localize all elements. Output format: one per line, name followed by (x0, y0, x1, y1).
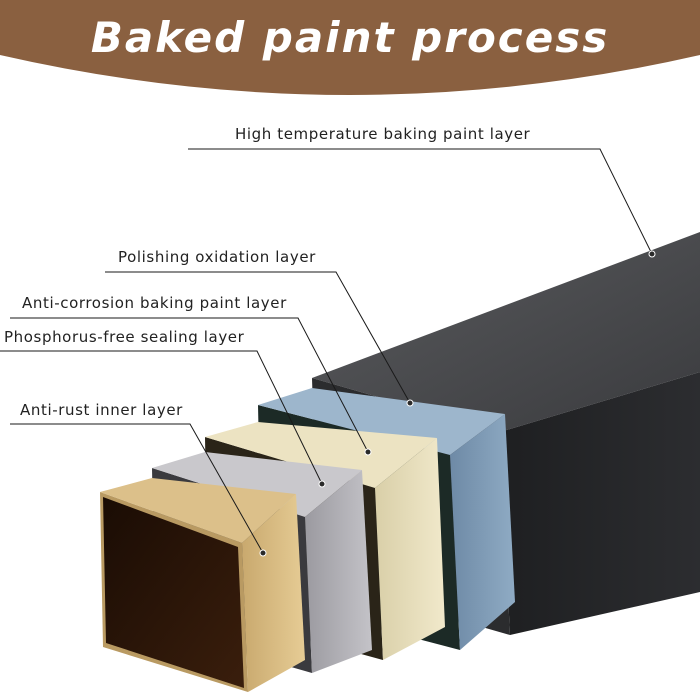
label-high-temperature-baking-paint: High temperature baking paint layer (235, 125, 531, 143)
callout-dot (406, 399, 414, 407)
layer-anti-rust-inner (100, 478, 305, 692)
callout-dot (318, 480, 326, 488)
callout-anti-corrosion-baking-paint: Anti-corrosion baking paint layer (10, 294, 372, 456)
label-anti-corrosion-baking-paint: Anti-corrosion baking paint layer (22, 294, 287, 312)
inner-cavity (103, 497, 244, 688)
label-anti-rust-inner: Anti-rust inner layer (20, 401, 183, 419)
callout-dot (364, 448, 372, 456)
callout-dot (648, 250, 656, 258)
diagram-title: Baked paint process (91, 13, 609, 62)
label-phosphorus-free-sealing: Phosphorus-free sealing layer (4, 328, 245, 346)
callout-dot (259, 549, 267, 557)
banner-shape (0, 0, 700, 95)
header-banner: Baked paint process (0, 0, 700, 95)
callout-anti-rust-inner: Anti-rust inner layer (10, 401, 267, 557)
callout-high-temperature-baking-paint: High temperature baking paint layer (188, 125, 656, 258)
label-polishing-oxidation: Polishing oxidation layer (118, 248, 316, 266)
callout-phosphorus-free-sealing: Phosphorus-free sealing layer (0, 328, 326, 488)
callout-polishing-oxidation: Polishing oxidation layer (105, 248, 414, 407)
